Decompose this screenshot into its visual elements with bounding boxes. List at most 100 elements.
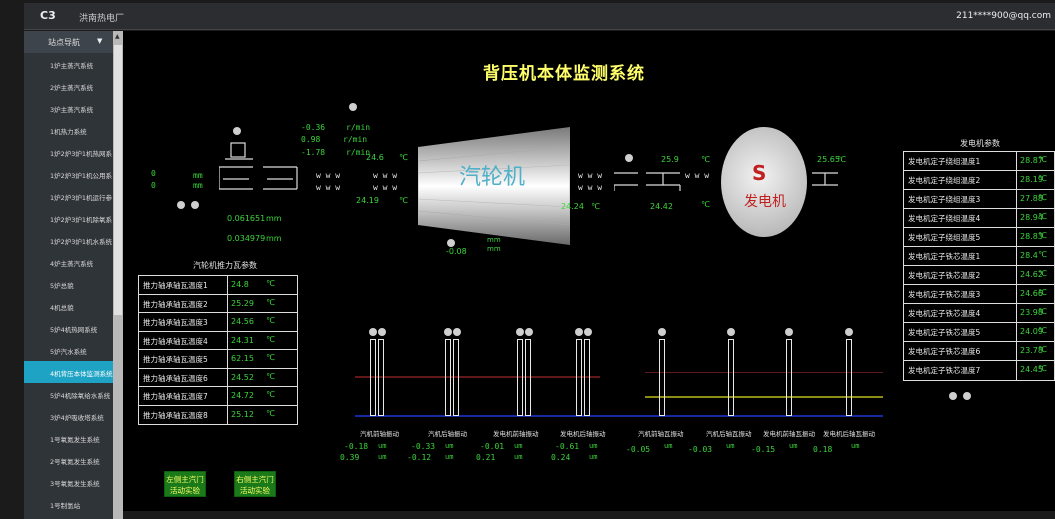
row-unit: ℃ bbox=[1038, 193, 1047, 202]
shift-unit-1: mm bbox=[266, 214, 282, 223]
left-zero-1: 0 bbox=[151, 169, 156, 178]
vibration-label: 发电机后轴瓦振动 bbox=[823, 430, 875, 438]
sidebar-nav-item[interactable]: 3号氧氮发生系统 bbox=[50, 480, 100, 488]
row-label: 发电机定子铁芯温度1 bbox=[908, 252, 981, 261]
row-label: 推力轴承轴瓦温度3 bbox=[143, 318, 208, 327]
sidebar-nav-item[interactable]: 4机总貌 bbox=[50, 304, 74, 312]
chevron-down-icon[interactable]: ▼ bbox=[97, 37, 103, 45]
scrollbar-thumb[interactable] bbox=[114, 45, 122, 315]
sidebar-nav-item[interactable]: 1号氧氮发生系统 bbox=[50, 436, 100, 444]
row-value: 28.4 bbox=[1020, 251, 1038, 260]
spring-right-3: w w w bbox=[685, 171, 710, 180]
vibration-bar bbox=[370, 339, 376, 416]
left-temp2-unit: ℃ bbox=[399, 196, 408, 205]
sidebar-nav-item[interactable]: 4机背压本体监测系统 bbox=[24, 361, 113, 383]
vibration-value: 0.21 bbox=[476, 453, 496, 462]
vibration-value: -0.03 bbox=[688, 445, 713, 454]
sidebar-nav-item[interactable]: 2炉主蒸汽系统 bbox=[50, 84, 94, 92]
shift-value-1: 0.061651 bbox=[227, 214, 266, 223]
vibration-unit: um bbox=[514, 442, 523, 450]
vibration-label: 汽机后轴振动 bbox=[428, 430, 467, 438]
sidebar-nav-item[interactable]: 1炉2炉3炉1机运行参 bbox=[50, 194, 113, 202]
logo: C3 bbox=[40, 9, 56, 22]
axial-unit-1: mm bbox=[487, 236, 501, 244]
thrust-table-title: 汽轮机推力瓦参数 bbox=[193, 261, 257, 270]
vibration-unit: um bbox=[445, 442, 454, 450]
sidebar-nav-item[interactable]: 1炉主蒸汽系统 bbox=[50, 62, 94, 70]
sidebar-nav-item[interactable]: 3炉4炉吸收塔系统 bbox=[50, 414, 104, 422]
row-divider bbox=[1016, 342, 1017, 360]
turbine-label: 汽轮机 bbox=[459, 165, 526, 190]
sidebar-scrollbar[interactable]: ▲ bbox=[113, 31, 123, 519]
row-label: 发电机定子绕组温度5 bbox=[908, 233, 981, 242]
vibration-value: -0.18 bbox=[344, 442, 369, 451]
vibration-value: -0.05 bbox=[626, 445, 651, 454]
vibration-value: -0.61 bbox=[555, 442, 580, 451]
sidebar-nav-item[interactable]: 2号氧氮发生系统 bbox=[50, 458, 100, 466]
row-unit: ℃ bbox=[1038, 155, 1047, 164]
sidebar-nav-item[interactable]: 5炉汽水系统 bbox=[50, 348, 87, 356]
sensor-dot bbox=[658, 328, 666, 336]
vibration-value: 0.24 bbox=[551, 453, 571, 462]
sensor-dot bbox=[191, 201, 199, 209]
sidebar-nav-item[interactable]: 1炉2炉3炉1机热网系 bbox=[50, 150, 113, 158]
row-unit: ℃ bbox=[266, 279, 275, 288]
right-main-valve-test-button[interactable]: 右侧主汽门活动实验 bbox=[234, 471, 276, 497]
row-label: 发电机定子铁芯温度7 bbox=[908, 366, 981, 375]
vibration-value: -0.12 bbox=[407, 453, 432, 462]
vibration-bar bbox=[846, 339, 852, 416]
shift-unit-2: mm bbox=[266, 234, 282, 243]
sidebar-nav-item[interactable]: 5炉总貌 bbox=[50, 282, 74, 290]
row-label: 发电机定子绕组温度4 bbox=[908, 214, 981, 223]
spring-left-4: w w w bbox=[373, 183, 398, 192]
row-value: 27.88 bbox=[1020, 194, 1043, 203]
sidebar-nav-item[interactable]: 1号制氢站 bbox=[50, 502, 81, 510]
row-divider bbox=[227, 313, 228, 331]
row-divider bbox=[227, 350, 228, 368]
sensor-dot bbox=[516, 328, 524, 336]
vibration-bar bbox=[659, 339, 665, 416]
row-value: 28.94 bbox=[1020, 213, 1043, 222]
sensor-dot bbox=[369, 328, 377, 336]
app-name[interactable]: 洪南热电厂 bbox=[79, 14, 125, 24]
user-account[interactable]: 211****900@qq.com bbox=[956, 11, 1051, 21]
vibration-label: 发电机前轴振动 bbox=[493, 430, 539, 438]
sidebar-nav-item[interactable]: 1炉2炉3炉1机水系统 bbox=[50, 238, 113, 246]
scroll-up-icon[interactable]: ▲ bbox=[115, 33, 120, 40]
speed-unit-2: r/min bbox=[343, 135, 368, 144]
row-divider bbox=[1016, 266, 1017, 284]
top-bar: C3 洪南热电厂 211****900@qq.com bbox=[24, 3, 1055, 30]
row-divider bbox=[1016, 152, 1017, 170]
sidebar-nav-item[interactable]: 5炉4机除氧给水系统 bbox=[50, 392, 111, 400]
left-unit-2: mm bbox=[193, 181, 203, 190]
mid-temp-value: 24.24 bbox=[561, 202, 584, 211]
vibration-label: 发电机后轴振动 bbox=[560, 430, 606, 438]
vibration-label: 汽机后轴瓦振动 bbox=[706, 430, 752, 438]
row-divider bbox=[227, 405, 228, 424]
sidebar-nav-item[interactable]: 1机热力系统 bbox=[50, 128, 87, 136]
sidebar-nav-item[interactable]: 5炉4机热网系统 bbox=[50, 326, 98, 334]
sidebar-header[interactable]: 站点导航 ▼ bbox=[24, 31, 123, 53]
sidebar-nav-item[interactable]: 3炉主蒸汽系统 bbox=[50, 106, 94, 114]
sidebar-nav-item[interactable]: 4炉主蒸汽系统 bbox=[50, 260, 94, 268]
left-temp-unit: ℃ bbox=[399, 153, 408, 162]
sensor-dot bbox=[233, 127, 241, 135]
speed-value-3: -1.78 bbox=[301, 148, 326, 157]
page-title: 背压机本体监测系统 bbox=[483, 64, 645, 84]
row-value: 24.8 bbox=[231, 280, 249, 289]
row-label: 推力轴承轴瓦温度6 bbox=[143, 373, 208, 383]
left-main-valve-test-button[interactable]: 左侧主汽门活动实验 bbox=[164, 471, 206, 497]
sensor-dot bbox=[453, 328, 461, 336]
sidebar-nav-item[interactable]: 1炉2炉3炉1机公用系 bbox=[50, 172, 113, 180]
spring-left-2: w w w bbox=[373, 171, 398, 180]
sensor-dot bbox=[963, 392, 971, 400]
row-divider bbox=[1016, 304, 1017, 322]
sidebar-nav-item[interactable]: 1炉2炉3炉1机除氧系 bbox=[50, 216, 113, 224]
